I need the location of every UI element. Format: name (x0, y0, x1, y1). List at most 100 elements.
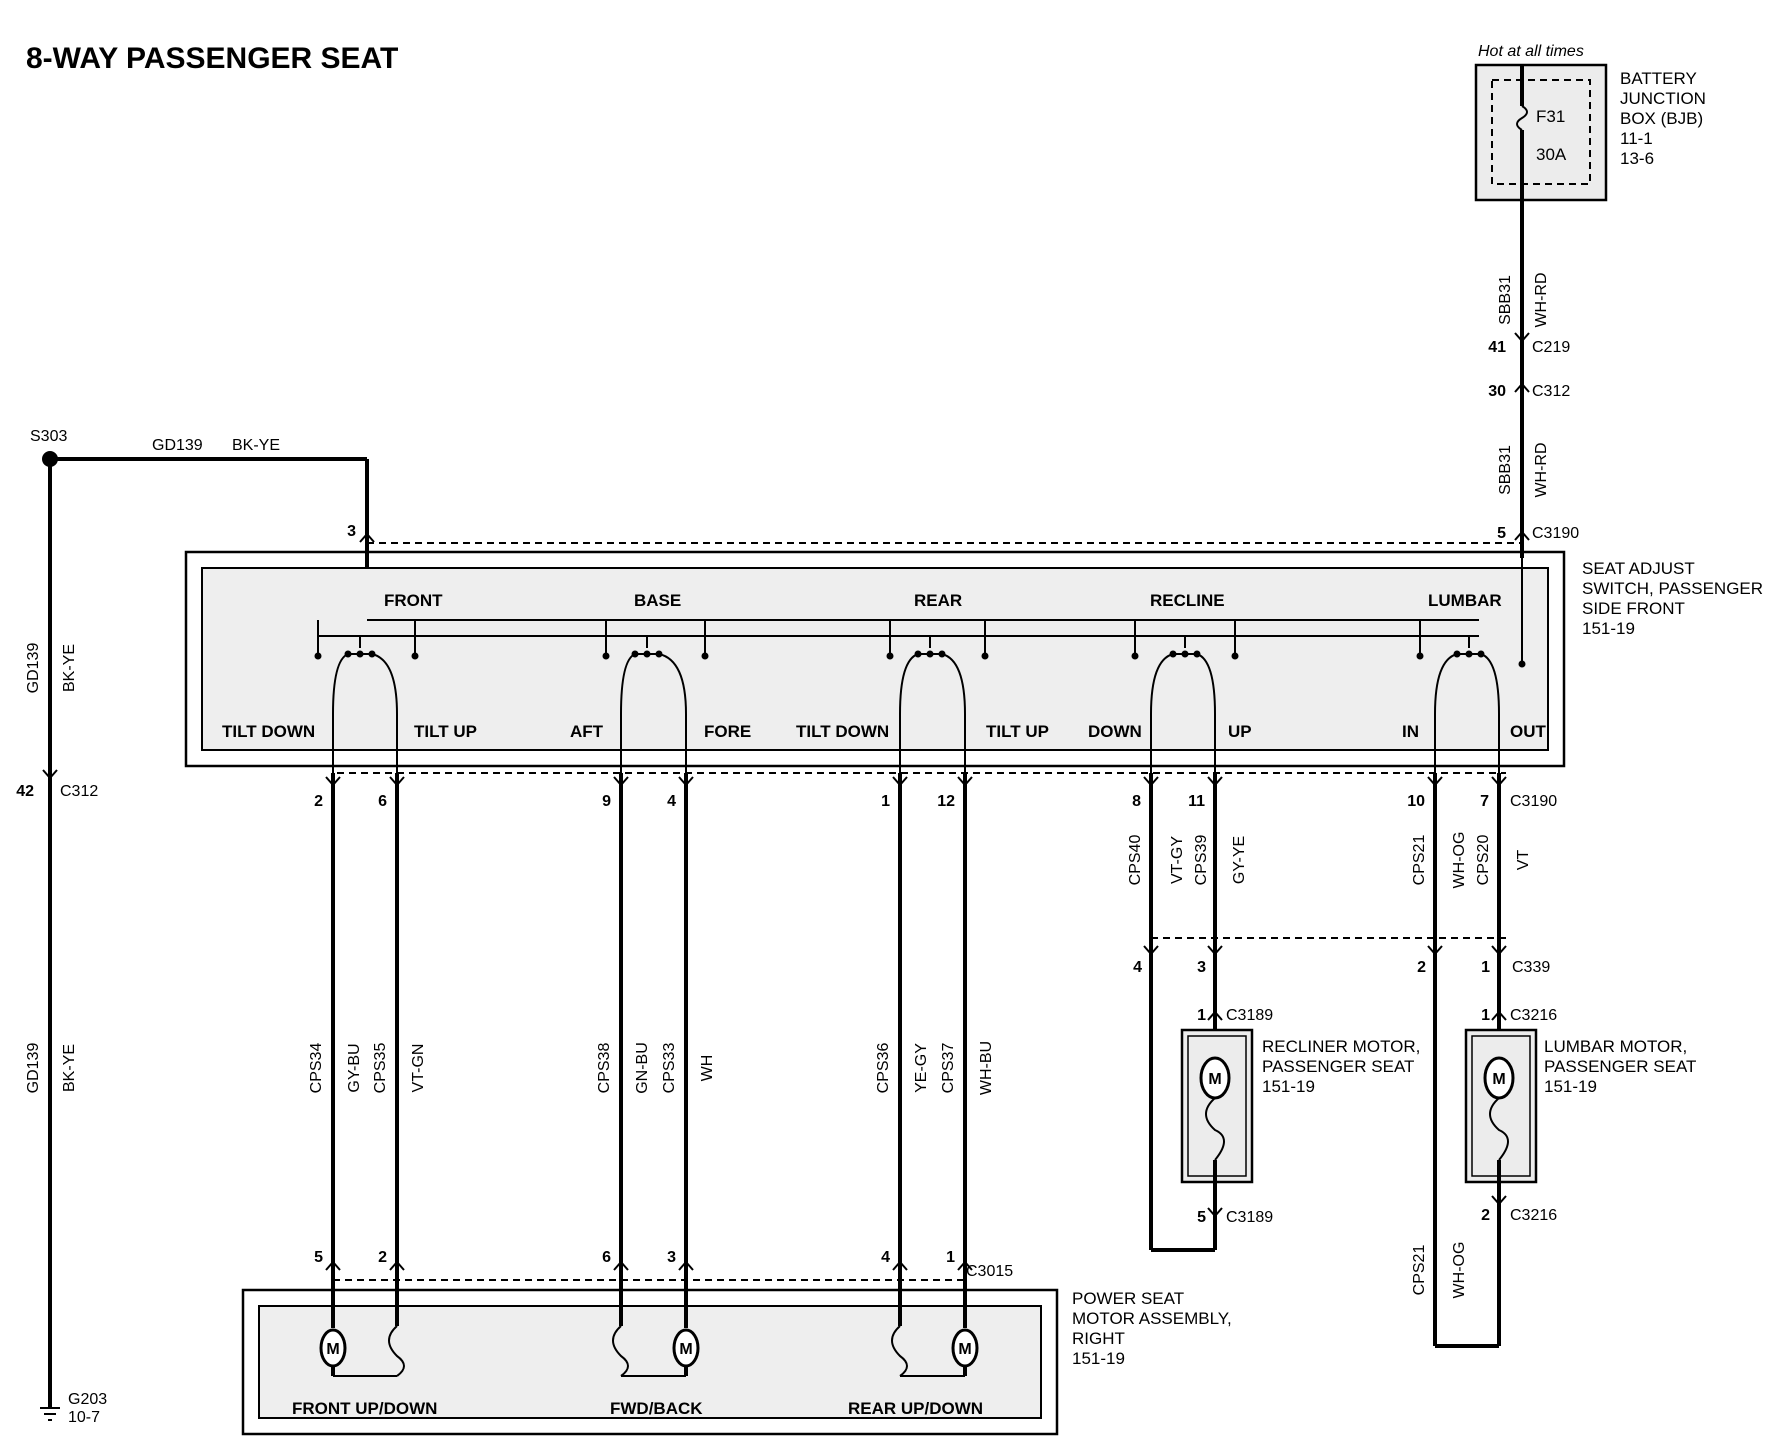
seat-motor-1: M (319, 1280, 405, 1377)
fuse-symbol (1516, 105, 1528, 131)
fuse-rating: 30A (1536, 145, 1567, 164)
switch-gangs (314, 620, 1526, 773)
motor-section-fwd-back: FWD/BACK (610, 1399, 703, 1418)
motor-assembly-name-line-1: POWER SEAT (1072, 1289, 1184, 1308)
recliner-wire-1-color: VT-GY (1169, 836, 1186, 884)
c339-pin-2: 2 (1417, 959, 1426, 976)
power-seat-motor-assembly: M M M C3015 POWER SEAT MOTOR ASSEMBLY, RIG… (241, 1263, 1232, 1436)
c339-pin-3: 3 (1197, 959, 1206, 976)
c3015-pin-5: 5 (314, 1249, 323, 1266)
c3015-pin-2: 2 (378, 1249, 387, 1266)
connector-c3190-feed: C3190 (1532, 525, 1579, 542)
pin-5-c3190: 5 (1497, 525, 1506, 542)
lumbar-wire-2-circuit: CPS20 (1475, 835, 1492, 886)
ground-symbol (40, 1407, 60, 1421)
seat-wire-color-5: YE-GY (913, 1043, 930, 1093)
c3015-pin-1: 1 (946, 1249, 955, 1266)
switch-name-line-1: SEAT ADJUST (1582, 559, 1695, 578)
recliner-name-line-3: 151-19 (1262, 1077, 1315, 1096)
fuse-id: F31 (1536, 107, 1565, 126)
switch-name-line-4: 151-19 (1582, 619, 1635, 638)
svg-text:M: M (1208, 1071, 1221, 1088)
c3015-pin-3: 3 (667, 1249, 676, 1266)
switch-name-line-3: SIDE FRONT (1582, 599, 1685, 618)
bjb-name-line-2: JUNCTION (1620, 89, 1706, 108)
motor-assembly-name-line-4: 151-19 (1072, 1349, 1125, 1368)
ground-circuit-lower: GD139 (25, 1043, 42, 1094)
c3190-pin-12: 12 (937, 793, 955, 810)
battery-junction-box: Hot at all times F31 30A BATTERY JUNCTIO… (1474, 43, 1706, 202)
seat-wire-circuit-2: CPS35 (372, 1043, 389, 1094)
recliner-wire-1-circuit: CPS40 (1127, 835, 1144, 886)
motor-assembly-name-line-3: RIGHT (1072, 1329, 1125, 1348)
ground-color-upper: BK-YE (61, 644, 78, 692)
pin-30: 30 (1488, 383, 1506, 400)
recliner-motor: 1 C3189 M 5 C3189 RECLINER MOTOR, PASSEN… (1149, 773, 1420, 1252)
seat-wire-color-6: WH-BU (978, 1041, 995, 1095)
pin-3-ground: 3 (347, 523, 356, 540)
switch-pos-aft: AFT (570, 722, 604, 741)
switch-gang-2 (602, 620, 709, 773)
c3190-pin-6: 6 (378, 793, 387, 810)
svg-text:M: M (679, 1341, 692, 1358)
switch-section-recline: RECLINE (1150, 591, 1225, 610)
c3190-pin-2: 2 (314, 793, 323, 810)
lumbar-name-line-2: PASSENGER SEAT (1544, 1057, 1696, 1076)
connector-c339: 4 3 2 1 C339 (1133, 937, 1550, 976)
c3190-pin-9: 9 (602, 793, 611, 810)
pin-41: 41 (1488, 339, 1506, 356)
seat-wire-color-2: VT-GN (410, 1044, 427, 1093)
diagram-title: 8-WAY PASSENGER SEAT (26, 42, 398, 75)
c3190-pin-4: 4 (667, 793, 676, 810)
connector-c339-label: C339 (1512, 959, 1550, 976)
bjb-name-line-3: BOX (BJB) (1620, 109, 1703, 128)
c3015-pin-6: 6 (602, 1249, 611, 1266)
recliner-name-line-1: RECLINER MOTOR, (1262, 1037, 1420, 1056)
recliner-wire-labels: CPS40 VT-GY CPS39 GY-YE (1127, 835, 1248, 886)
svg-text:M: M (326, 1341, 339, 1358)
motor-section-rear-up-down: REAR UP/DOWN (848, 1399, 983, 1418)
svg-text:M: M (1492, 1071, 1505, 1088)
c3190-pin-10: 10 (1407, 793, 1425, 810)
switch-pos-front-tilt-down: TILT DOWN (222, 722, 315, 741)
lumbar-wire-1-circuit: CPS21 (1411, 835, 1428, 886)
recliner-name-line-2: PASSENGER SEAT (1262, 1057, 1414, 1076)
feed-circuit-upper: SBB31 (1497, 275, 1514, 325)
ground-ref: 10-7 (68, 1409, 100, 1426)
feed-circuit-lower: SBB31 (1497, 445, 1514, 495)
c3190-pin-7: 7 (1480, 793, 1489, 810)
switch-gang-5 (1416, 620, 1526, 773)
recliner-wire-2-circuit: CPS39 (1193, 835, 1210, 886)
bjb-name-line-4: 11-1 (1620, 129, 1653, 148)
switch-pos-rear-tilt-down: TILT DOWN (796, 722, 889, 741)
lumbar-wire-1-color: WH-OG (1451, 832, 1468, 889)
recliner-pin-1: 1 (1197, 1007, 1206, 1024)
lumbar-name-line-3: 151-19 (1544, 1077, 1597, 1096)
connector-c3015: C3015 (966, 1263, 1013, 1280)
ground-circuit-upper: GD139 (25, 643, 42, 694)
c3015-pin-4: 4 (881, 1249, 890, 1266)
feed-wire: SBB31 WH-RD 41 C219 30 C312 SBB31 WH-RD … (1488, 200, 1579, 558)
connector-c219: C219 (1532, 339, 1570, 356)
motor-assembly-name-line-2: MOTOR ASSEMBLY, (1072, 1309, 1232, 1328)
c3190-pin-8: 8 (1132, 793, 1141, 810)
switch-pos-fore: FORE (704, 722, 751, 741)
lumbar-return-color: WH-OG (1451, 1242, 1468, 1299)
seat-wire-color-1: GY-BU (346, 1043, 363, 1092)
ground-g203: G203 (68, 1391, 107, 1408)
c3190-pin-11: 11 (1188, 793, 1205, 810)
seat-wire-circuit-4: CPS33 (661, 1043, 678, 1094)
switch-section-rear: REAR (914, 591, 962, 610)
lumbar-name-line-1: LUMBAR MOTOR, (1544, 1037, 1687, 1056)
switch-pos-out: OUT (1510, 722, 1547, 741)
svg-text:M: M (958, 1341, 971, 1358)
ground-color-top: BK-YE (232, 437, 280, 454)
switch-section-base: BASE (634, 591, 681, 610)
connector-c312-feed: C312 (1532, 383, 1570, 400)
c3190-pin-1: 1 (881, 793, 890, 810)
switch-pos-up: UP (1228, 722, 1252, 741)
